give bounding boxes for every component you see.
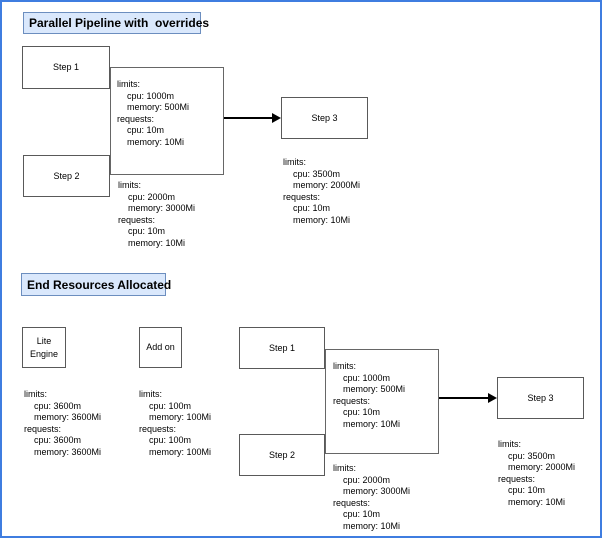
arrow-to-step3-top-head — [272, 113, 281, 123]
node-step2-top: Step 2 — [23, 155, 110, 197]
resources-lite-engine: limits: cpu: 3600m memory: 3600Mi reques… — [24, 389, 102, 457]
arrow-to-step3-bottom-head — [488, 393, 497, 403]
section-title-end-resources: End Resources Allocated — [21, 273, 171, 296]
node-step2-bottom-label: Step 2 — [268, 449, 296, 460]
resources-step2-bottom: limits: cpu: 2000m memory: 3000Mi reques… — [333, 463, 411, 531]
node-step1-bottom: Step 1 — [239, 327, 325, 369]
node-add-on: Add on — [139, 327, 182, 368]
node-step1-bottom-label: Step 1 — [268, 342, 296, 353]
node-step3-bottom: Step 3 — [497, 377, 584, 419]
node-step1-top: Step 1 — [22, 46, 110, 89]
node-step3-bottom-label: Step 3 — [527, 392, 554, 403]
node-step2-bottom: Step 2 — [239, 434, 325, 476]
node-step2-top-label: Step 2 — [53, 170, 80, 181]
section-title-parallel-pipeline: Parallel Pipeline with overrides — [23, 12, 209, 34]
arrow-to-step3-top-shaft — [224, 117, 273, 119]
node-step3-top-label: Step 3 — [311, 112, 338, 123]
merge-connector-top — [110, 67, 224, 175]
node-step1-top-label: Step 1 — [52, 62, 80, 72]
merge-connector-bottom — [325, 349, 439, 454]
node-step3-top: Step 3 — [281, 97, 368, 139]
resources-step3-top: limits: cpu: 3500m memory: 2000Mi reques… — [283, 157, 361, 225]
node-lite-engine-label: Lite Engine — [29, 335, 59, 359]
resources-step1-top: limits: cpu: 1000m memory: 500Mi request… — [117, 79, 190, 147]
node-add-on-label: Add on — [146, 342, 175, 352]
resources-step2-top: limits: cpu: 2000m memory: 3000Mi reques… — [118, 180, 196, 248]
resources-step1-bottom: limits: cpu: 1000m memory: 500Mi request… — [333, 361, 406, 429]
resources-add-on: limits: cpu: 100m memory: 100Mi requests… — [139, 389, 212, 457]
arrow-to-step3-bottom-shaft — [439, 397, 489, 399]
resources-step3-bottom: limits: cpu: 3500m memory: 2000Mi reques… — [498, 439, 576, 507]
node-lite-engine: Lite Engine — [22, 327, 66, 368]
